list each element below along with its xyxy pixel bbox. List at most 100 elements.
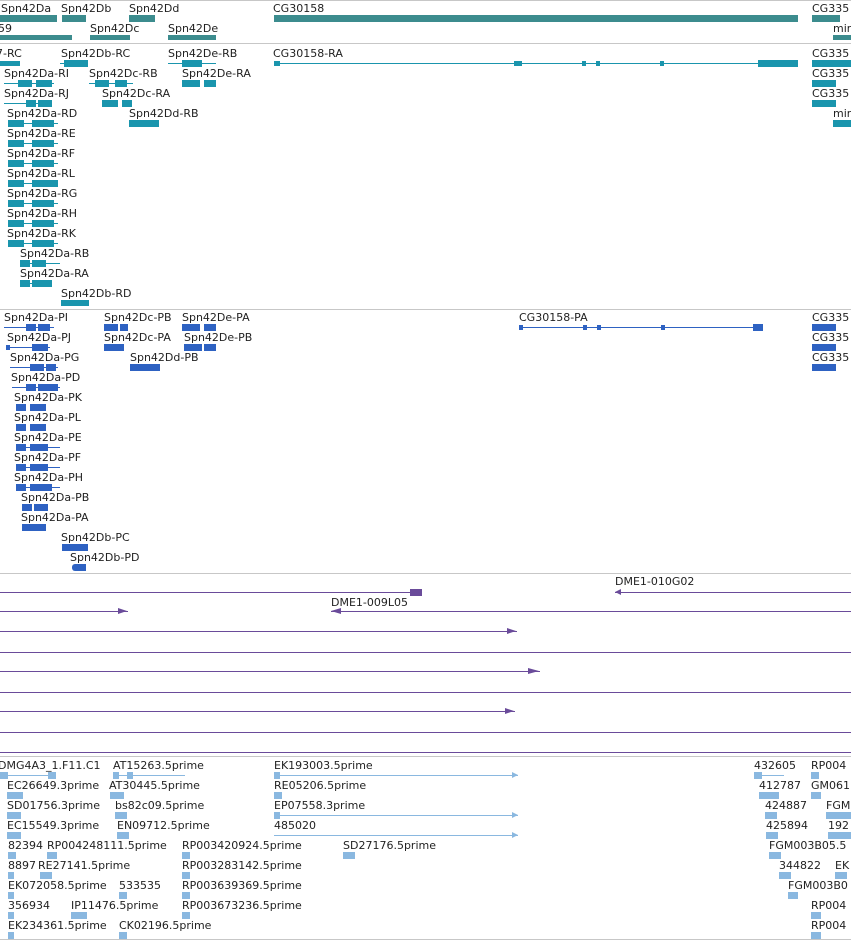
est-glyph[interactable] xyxy=(343,852,355,859)
est-glyph[interactable] xyxy=(119,932,127,939)
est-label[interactable]: FGM003B0 xyxy=(788,879,848,892)
est-glyph[interactable] xyxy=(759,792,779,799)
cds-label[interactable]: Spn42Da-PG xyxy=(10,351,80,364)
est-label[interactable]: RP003420924.5prime xyxy=(182,839,302,852)
transcript-glyph[interactable] xyxy=(8,220,58,227)
transcript-label[interactable]: Spn42Da-RB xyxy=(20,247,90,260)
est-label[interactable]: EK072058.5prime xyxy=(8,879,107,892)
transcript-glyph[interactable] xyxy=(20,260,60,267)
est-label[interactable]: CK02196.5prime xyxy=(119,919,212,932)
est-glyph[interactable] xyxy=(8,872,16,879)
est-glyph[interactable] xyxy=(119,892,127,899)
transcript-glyph[interactable] xyxy=(812,80,836,87)
est-label[interactable]: EC26649.3prime xyxy=(7,779,100,792)
cds-glyph[interactable] xyxy=(184,344,216,351)
est-label[interactable]: 485020 xyxy=(274,819,316,832)
transcript-label[interactable]: Spn42De-RB xyxy=(168,47,238,60)
bac-glyph[interactable] xyxy=(0,749,851,754)
transcript-label[interactable]: Spn42Dd-RB xyxy=(129,107,199,120)
transcript-label[interactable]: 7-RC xyxy=(0,47,22,60)
gene-label[interactable]: CG30158 xyxy=(273,2,325,15)
gene-glyph[interactable] xyxy=(274,15,798,22)
est-glyph[interactable] xyxy=(113,772,185,779)
bac-glyph[interactable] xyxy=(0,668,540,675)
cds-glyph[interactable] xyxy=(519,324,763,331)
transcript-label[interactable]: Spn42Da-RK xyxy=(7,227,76,240)
est-label[interactable]: GM061 xyxy=(811,779,851,792)
cds-glyph[interactable] xyxy=(16,484,60,491)
bac-glyph[interactable] xyxy=(0,689,851,696)
transcript-label[interactable]: Spn42Dc-RA xyxy=(102,87,171,100)
est-label[interactable]: RE05206.5prime xyxy=(274,779,367,792)
est-label[interactable]: EP07558.3prime xyxy=(274,799,366,812)
est-label[interactable]: 82394 xyxy=(8,839,43,852)
cds-label[interactable]: Spn42Dc-PA xyxy=(104,331,171,344)
est-label[interactable]: EC15549.3prime xyxy=(7,819,100,832)
est-label[interactable]: IP11476.5prime xyxy=(71,899,159,912)
est-label[interactable]: RP004 xyxy=(811,899,847,912)
gene-label[interactable]: mir xyxy=(833,22,851,35)
transcript-label[interactable]: Spn42Da-RG xyxy=(7,187,78,200)
cds-glyph[interactable] xyxy=(72,564,86,571)
est-label[interactable]: RP003673236.5prime xyxy=(182,899,302,912)
cds-glyph[interactable] xyxy=(22,524,46,531)
cds-glyph[interactable] xyxy=(16,444,60,451)
transcript-glyph[interactable] xyxy=(4,80,54,87)
est-glyph[interactable] xyxy=(274,812,518,819)
cds-label[interactable]: Spn42De-PA xyxy=(182,311,250,324)
transcript-label[interactable]: CG335 xyxy=(812,47,850,60)
cds-label[interactable]: Spn42Da-PB xyxy=(21,491,90,504)
transcript-label[interactable]: Spn42Da-RH xyxy=(7,207,78,220)
transcript-glyph[interactable] xyxy=(20,280,52,287)
cds-glyph[interactable] xyxy=(6,344,50,351)
gene-label[interactable]: 7Spn42Da xyxy=(0,2,52,15)
est-glyph[interactable] xyxy=(766,832,778,839)
est-label[interactable]: AT15263.5prime xyxy=(113,759,204,772)
est-label[interactable]: EN09712.5prime xyxy=(117,819,210,832)
est-label[interactable]: RP003283142.5prime xyxy=(182,859,302,872)
est-label[interactable]: 8897 xyxy=(8,859,36,872)
cds-label[interactable]: Spn42Da-PF xyxy=(14,451,82,464)
cds-glyph[interactable] xyxy=(22,504,48,511)
transcript-glyph[interactable] xyxy=(833,120,851,127)
transcript-label[interactable]: Spn42Da-RD xyxy=(7,107,78,120)
transcript-label[interactable]: Spn42Db-RC xyxy=(61,47,131,60)
transcript-label[interactable]: CG335 xyxy=(812,87,850,100)
cds-label[interactable]: Spn42Da-PH xyxy=(14,471,84,484)
transcript-label[interactable]: CG30158-RA xyxy=(273,47,343,60)
cds-glyph[interactable] xyxy=(130,364,160,371)
cds-label[interactable]: CG335 xyxy=(812,311,850,324)
cds-glyph[interactable] xyxy=(812,344,836,351)
transcript-label[interactable]: Spn42Dc-RB xyxy=(89,67,158,80)
est-label[interactable]: FGM003B05.5 xyxy=(769,839,847,852)
cds-label[interactable]: Spn42Da-PJ xyxy=(7,331,71,344)
cds-glyph[interactable] xyxy=(104,344,124,351)
gene-label[interactable]: Spn42Db xyxy=(61,2,112,15)
cds-glyph[interactable] xyxy=(10,364,58,371)
est-label[interactable]: 344822 xyxy=(779,859,821,872)
gene-label[interactable]: Spn42Dc xyxy=(90,22,140,35)
cds-glyph[interactable] xyxy=(4,324,54,331)
cds-label[interactable]: Spn42Dd-PB xyxy=(130,351,199,364)
est-glyph[interactable] xyxy=(8,912,16,919)
est-glyph[interactable] xyxy=(110,792,124,799)
bac-glyph[interactable] xyxy=(0,649,851,656)
cds-glyph[interactable] xyxy=(12,384,60,391)
transcript-label[interactable]: mir xyxy=(833,107,851,120)
est-glyph[interactable] xyxy=(811,792,821,799)
transcript-label[interactable]: Spn42Db-RD xyxy=(61,287,132,300)
transcript-glyph[interactable] xyxy=(0,61,20,66)
est-glyph[interactable] xyxy=(115,812,127,819)
cds-label[interactable]: Spn42Da-PA xyxy=(21,511,89,524)
cds-glyph[interactable] xyxy=(62,544,88,551)
cds-glyph[interactable] xyxy=(16,404,46,411)
bac-label[interactable]: DME1-010G02 xyxy=(615,575,695,588)
cds-glyph[interactable] xyxy=(104,324,128,331)
bac-glyph[interactable] xyxy=(0,708,515,715)
cds-label[interactable]: Spn42Da-PK xyxy=(14,391,82,404)
gene-label[interactable]: CG335 xyxy=(812,2,850,15)
est-glyph[interactable] xyxy=(47,852,63,859)
cds-label[interactable]: Spn42De-PB xyxy=(184,331,253,344)
transcript-glyph[interactable] xyxy=(8,180,58,187)
cds-label[interactable]: Spn42Da-PL xyxy=(14,411,81,424)
